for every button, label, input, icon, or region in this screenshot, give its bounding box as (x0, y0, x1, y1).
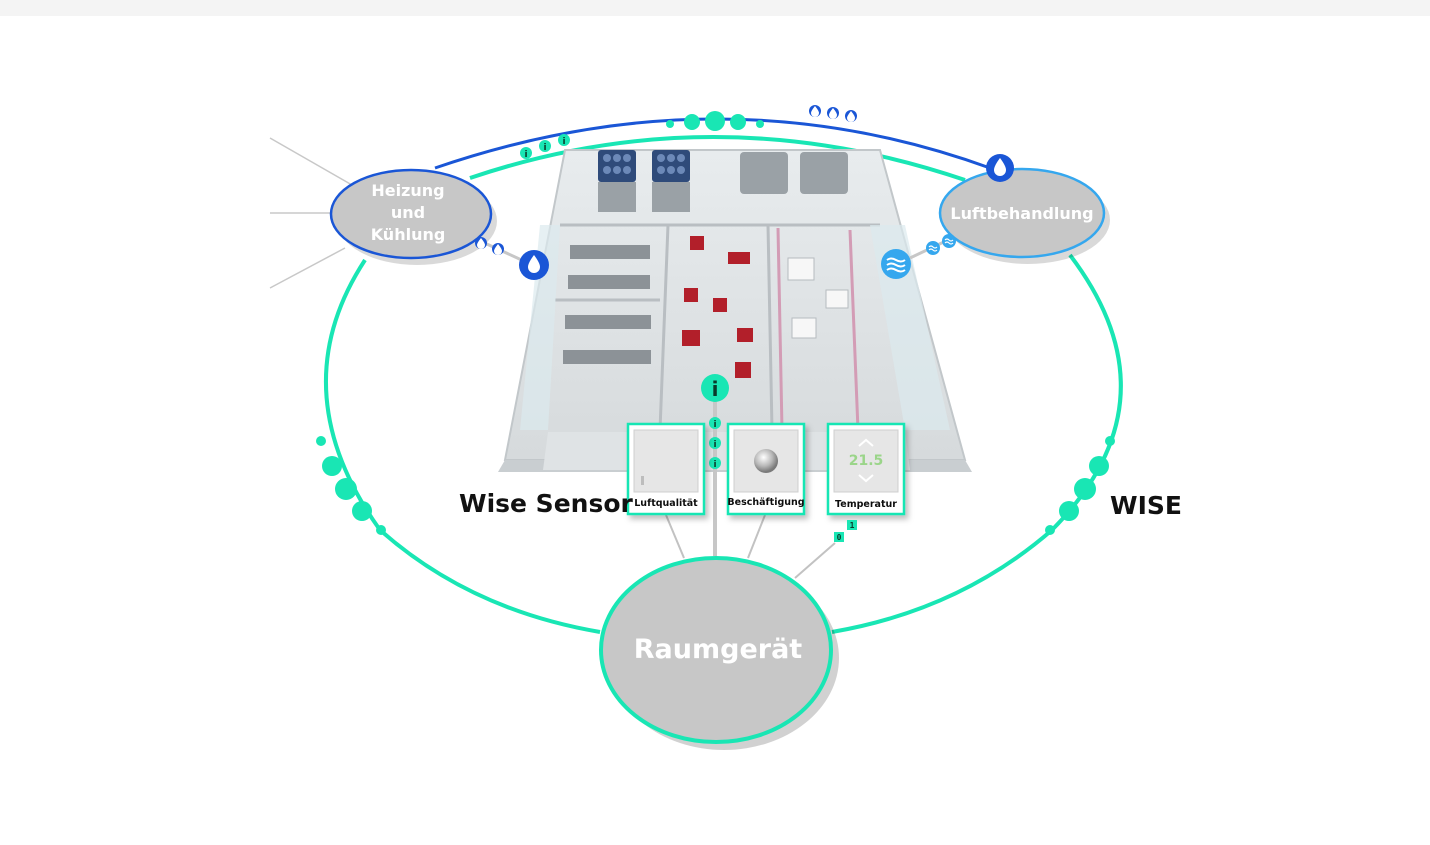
info-dots-top: i i i (520, 134, 570, 160)
air-waves (881, 234, 956, 279)
sensor-links (665, 514, 836, 579)
chevron-down-icon (858, 474, 874, 483)
info-icon: i (543, 143, 546, 153)
sensor-card-occupancy[interactable]: Beschäftigung (726, 422, 806, 516)
heating-label-3: Kühlung (371, 225, 446, 244)
water-drop-icon (847, 111, 855, 122)
water-drop-icon (528, 255, 540, 273)
water-drop-icon (477, 238, 485, 249)
info-icon: i (713, 440, 716, 450)
sensor-label: Temperatur (835, 499, 897, 510)
temperature-display: 21.5 (849, 453, 884, 469)
air-handling-node[interactable]: Luftbehandlung (938, 167, 1110, 264)
sensor-label: Beschäftigung (727, 497, 804, 508)
air-wave-icon (928, 238, 954, 252)
info-icon: i (562, 137, 565, 147)
water-drop-icon (994, 158, 1006, 176)
info-icon: i (713, 460, 716, 470)
sensor-label: Luftqualität (634, 498, 698, 509)
water-drop-air (986, 154, 1014, 182)
external-connector-lines (269, 137, 353, 289)
info-icon: i (524, 150, 527, 160)
info-icon: i (712, 377, 719, 401)
water-drop-icon (494, 244, 502, 255)
info-channel-icons: i i i i (701, 374, 729, 470)
heating-label-1: Heizung (371, 181, 444, 200)
water-drop-icon (829, 108, 837, 119)
wise-system-label: WISE (1110, 491, 1182, 520)
room-device-label: Raumgerät (634, 634, 803, 665)
sensor-card-air-quality[interactable]: Luftqualität (626, 422, 706, 516)
air-handling-label: Luftbehandlung (950, 204, 1093, 223)
water-drop-icon (811, 106, 819, 117)
air-wave-icon (886, 257, 906, 273)
sensor-card-temperature[interactable]: 21.5 Temperatur (826, 422, 906, 516)
wise-sensor-label: Wise Sensor (459, 489, 633, 518)
heating-cooling-node[interactable]: Heizung und Kühlung (329, 168, 497, 265)
chevron-up-icon (858, 438, 874, 447)
bit-label: 0 (837, 533, 842, 542)
water-drops-top (809, 105, 857, 122)
water-drops-heating (475, 237, 549, 280)
binary-icon: 1 0 (834, 520, 857, 542)
ring-dots (316, 111, 1115, 535)
info-icon: i (713, 420, 716, 430)
top-bar (0, 0, 1430, 16)
heating-label-2: und (391, 203, 425, 222)
bit-label: 1 (850, 521, 855, 530)
room-device-node[interactable]: Raumgerät (599, 556, 839, 750)
